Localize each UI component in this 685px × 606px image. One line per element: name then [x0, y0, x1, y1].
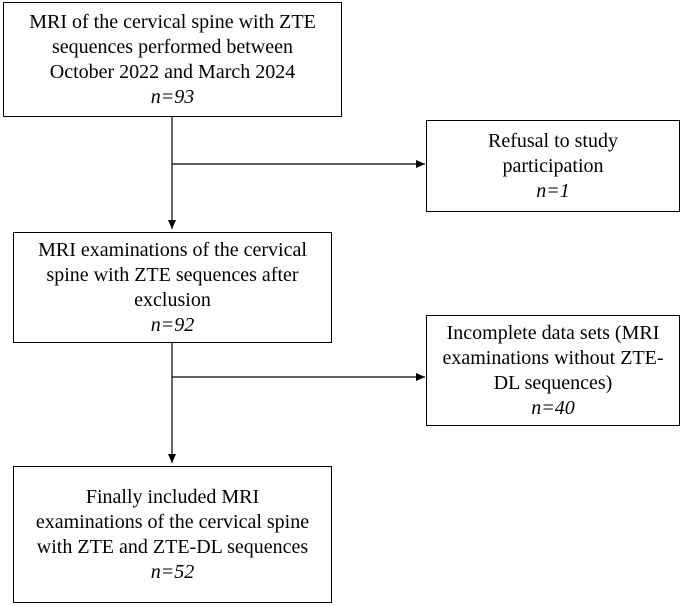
- box-initial-cohort: MRI of the cervical spine with ZTE seque…: [3, 2, 342, 117]
- box-text-line: with ZTE and ZTE-DL sequences: [36, 535, 309, 558]
- box-count: n=92: [150, 313, 195, 336]
- box-text-line: spine with ZTE sequences after: [46, 263, 299, 286]
- box-text-line: MRI of the cervical spine with ZTE: [29, 10, 316, 33]
- box-count: n=40: [531, 396, 575, 419]
- box-text-line: sequences performed between: [52, 35, 293, 58]
- box-incomplete-data: Incomplete data sets (MRI examinations w…: [426, 315, 680, 426]
- box-count: n=1: [536, 179, 570, 202]
- box-final-cohort: Finally included MRI examinations of the…: [13, 466, 332, 603]
- box-count: n=52: [150, 560, 195, 583]
- box-count: n=93: [150, 85, 195, 108]
- box-text-line: examinations of the cervical spine: [35, 510, 310, 533]
- box-text-line: participation: [502, 154, 604, 177]
- box-refusal: Refusal to study participation n=1: [426, 120, 680, 212]
- box-text-line: examinations without ZTE-: [442, 346, 664, 369]
- box-text-line: Refusal to study: [488, 129, 618, 152]
- box-text-line: DL sequences): [493, 371, 613, 394]
- box-text-line: Finally included MRI: [85, 485, 260, 508]
- box-after-exclusion: MRI examinations of the cervical spine w…: [13, 232, 332, 343]
- box-text-line: Incomplete data sets (MRI: [446, 321, 660, 344]
- box-text-line: October 2022 and March 2024: [49, 60, 296, 83]
- box-text-line: exclusion: [134, 288, 211, 311]
- box-text-line: MRI examinations of the cervical: [38, 238, 307, 261]
